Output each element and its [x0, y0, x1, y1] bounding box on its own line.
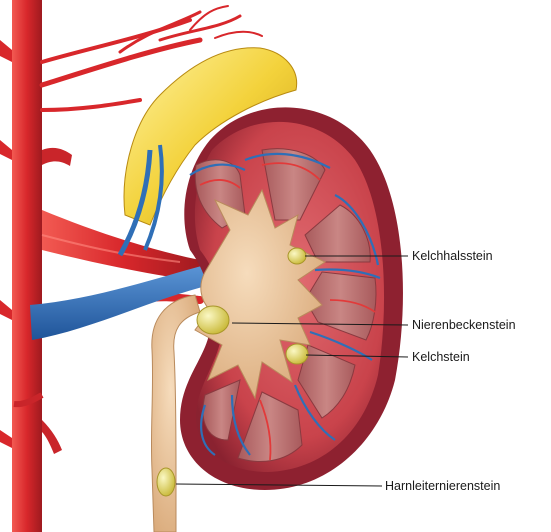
label-nierenbeckenstein: Nierenbeckenstein — [412, 318, 516, 332]
label-harnleiternierenstein: Harnleiternierenstein — [385, 479, 500, 493]
kidney — [180, 107, 403, 490]
stone-kelchhals — [288, 248, 306, 264]
label-kelchhalsstein: Kelchhalsstein — [412, 249, 493, 263]
label-kelchstein: Kelchstein — [412, 350, 470, 364]
stone-nierenbecken — [197, 306, 229, 334]
stone-kelch — [286, 344, 308, 364]
stone-harnleiter — [157, 468, 175, 496]
